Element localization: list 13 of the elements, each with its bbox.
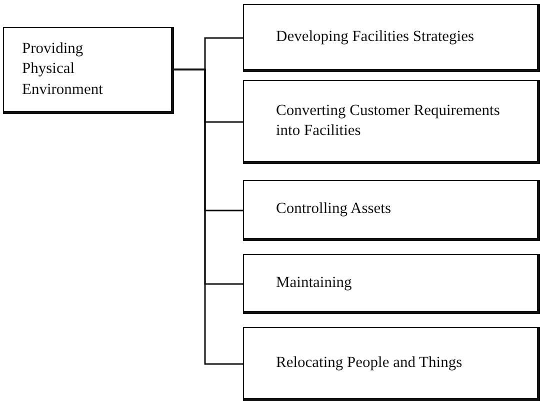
branch-box [243, 180, 540, 241]
box-label: Providing Physical Environment [22, 39, 104, 100]
box-label: Maintaining [276, 272, 352, 293]
box-label: Converting Customer Requirements into Facilities [276, 100, 501, 141]
connector-line [174, 68, 243, 365]
branch-box [243, 4, 540, 72]
branch-box [243, 80, 540, 164]
box-label: Developing Facilities Strategies [276, 26, 474, 47]
box-label: Relocating People and Things [276, 352, 462, 373]
branch-box [243, 327, 540, 401]
root-box [3, 27, 174, 114]
branch-box [243, 254, 540, 314]
box-label: Controlling Assets [276, 199, 391, 220]
